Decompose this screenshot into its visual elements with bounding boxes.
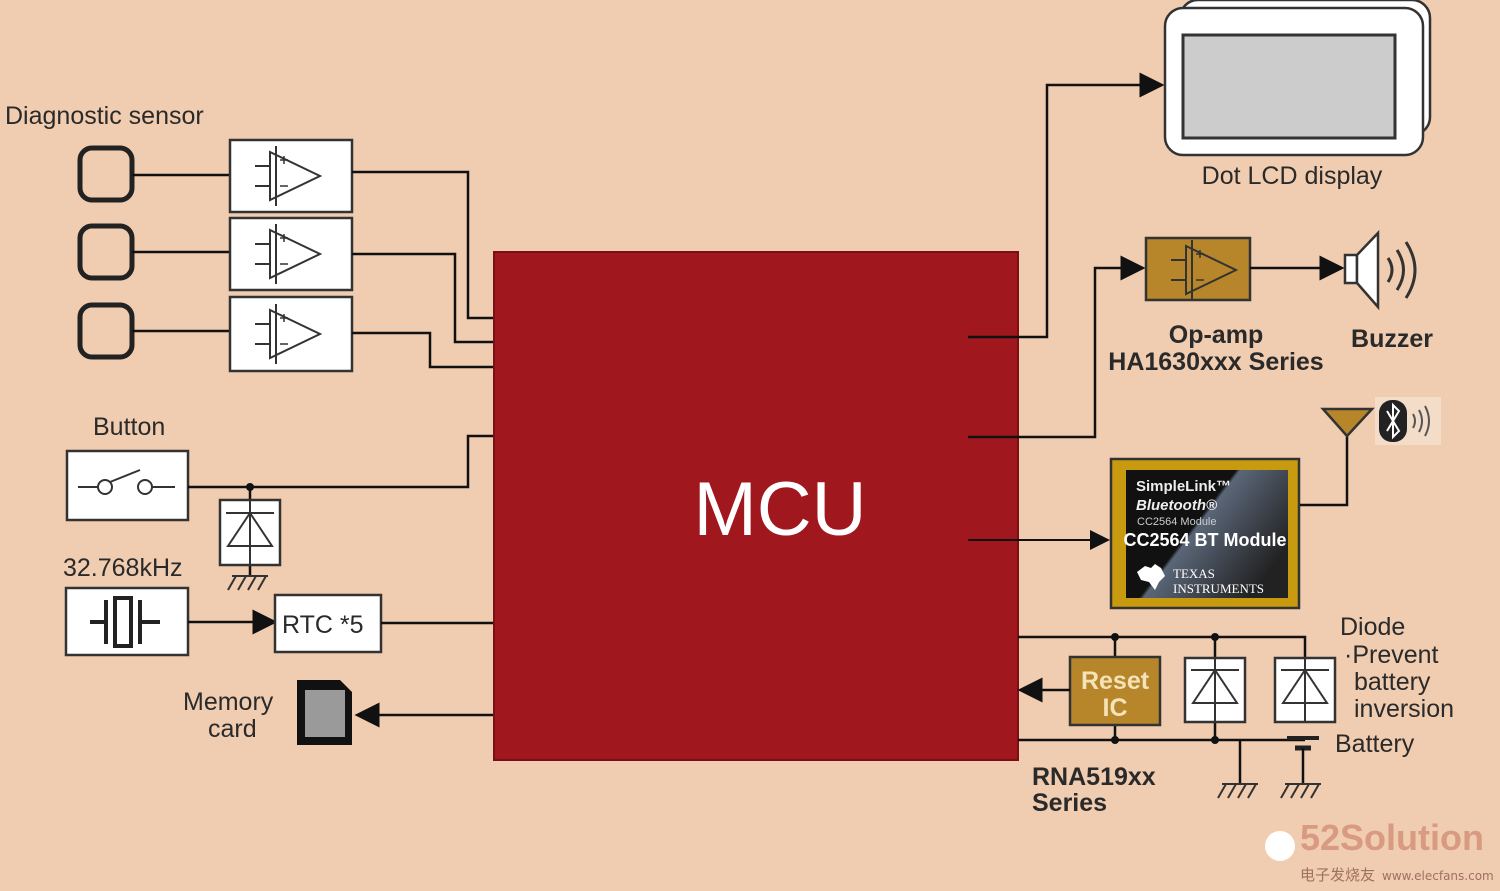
- diode-2: [1273, 656, 1337, 724]
- crystal-oscillator: [64, 586, 190, 657]
- wire-button: [188, 423, 543, 489]
- watermark-cn: 电子发烧友: [1300, 866, 1375, 884]
- amplifier-3: [228, 295, 354, 373]
- bt-module-title: CC2564 BT Module: [1123, 530, 1286, 550]
- dot-lcd-display: [1163, 0, 1432, 157]
- battery-icon: [1287, 736, 1319, 783]
- bt-bluetooth: Bluetooth®: [1136, 497, 1218, 514]
- opamp-label: Op-amp: [1169, 321, 1263, 349]
- sensor-3: [77, 302, 230, 360]
- opamp-series-label: HA1630xxx Series: [1108, 348, 1323, 376]
- wire-mcu-lcd: [968, 72, 1165, 339]
- bt-simplelink: SimpleLink™: [1136, 478, 1231, 495]
- rtc-label: RTC *5: [282, 611, 364, 639]
- memory-card-label-1: Memory: [183, 688, 274, 716]
- watermark-text: 52Solution: [1300, 817, 1484, 858]
- sensor-2: [77, 223, 230, 281]
- sensor-1: [77, 145, 230, 203]
- amplifier-1: [228, 138, 354, 214]
- ground-icon-2: [1280, 783, 1322, 799]
- ti-brand-2: Instruments: [1173, 581, 1264, 596]
- sd-card-icon: [297, 680, 352, 745]
- mcu-label: MCU: [693, 467, 866, 552]
- memory-card-label-2: card: [208, 715, 257, 743]
- protection-diode-button: [218, 483, 282, 591]
- diode-1: [1183, 656, 1247, 724]
- watermark-leaf-icon: [1265, 831, 1295, 861]
- diode-note-2: ·Prevent: [1344, 641, 1439, 669]
- ti-brand-1: Texas: [1173, 566, 1215, 581]
- wire-sensor-3: [352, 331, 543, 380]
- diode-note-3: battery: [1354, 668, 1431, 696]
- opamp-amplifier: [1144, 236, 1252, 302]
- crystal-frequency-label: 32.768kHz: [63, 554, 183, 582]
- diode-note-4: inversion: [1354, 695, 1454, 723]
- reset-ic-label-1: Reset: [1081, 667, 1150, 695]
- battery-label: Battery: [1335, 730, 1415, 758]
- rna-label-1: RNA519xx: [1032, 763, 1156, 791]
- ti-logo-icon: [1137, 564, 1165, 590]
- diode-note-1: Diode: [1340, 613, 1405, 641]
- reset-ic-label-2: IC: [1103, 694, 1128, 722]
- rna-label-2: Series: [1032, 789, 1107, 817]
- rtc-box: [273, 593, 383, 654]
- button-label: Button: [93, 413, 165, 441]
- watermark-site: www.elecfans.com: [1382, 869, 1494, 883]
- bt-module-sub: CC2564 Module: [1137, 516, 1217, 528]
- wire-top-rail: [1018, 635, 1307, 660]
- amplifier-2: [228, 216, 354, 292]
- mcu-block: [493, 251, 1019, 761]
- push-button-switch: [65, 449, 190, 522]
- antenna-icon: [1320, 407, 1375, 438]
- wire-mcu-opamp: [968, 255, 1146, 439]
- bluetooth-icon: [1375, 397, 1441, 445]
- diagnostic-sensor-label: Diagnostic sensor: [5, 102, 204, 130]
- ground-icon-1: [1217, 783, 1259, 799]
- bt-module: SimpleLink™ Bluetooth® CC2564 Module CC2…: [1109, 457, 1301, 610]
- watermark-logo: 52Solution 电子发烧友 www.elecfans.com: [1265, 817, 1494, 884]
- buzzer-label: Buzzer: [1351, 325, 1433, 353]
- wire-bt-antenna: [1300, 430, 1349, 507]
- lcd-label: Dot LCD display: [1202, 162, 1383, 190]
- buzzer-speaker-icon: [1343, 229, 1417, 311]
- reset-ic: Reset IC: [1068, 655, 1162, 727]
